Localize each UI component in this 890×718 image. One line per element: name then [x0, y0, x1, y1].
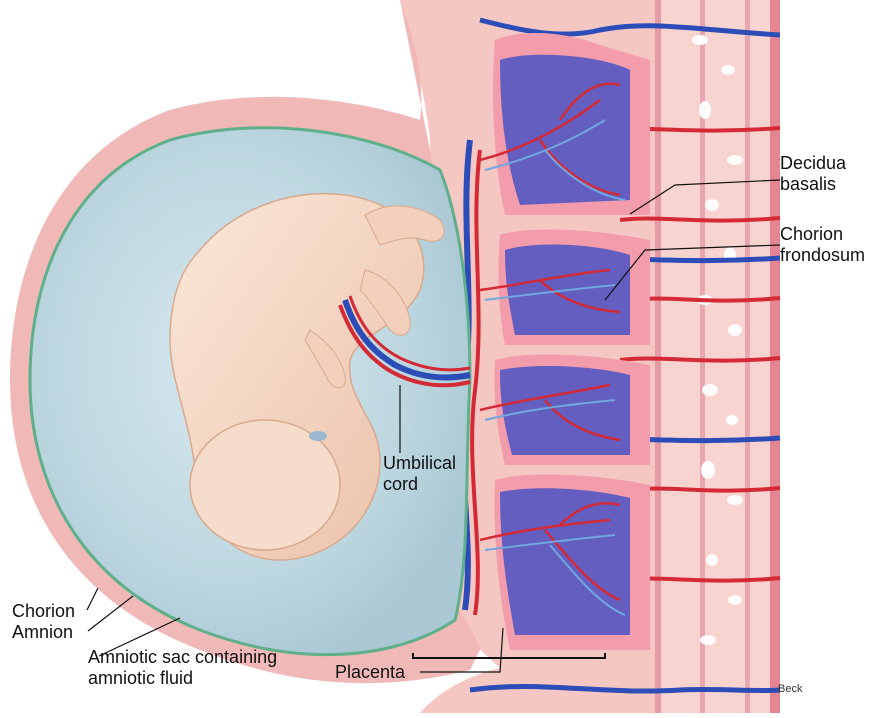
label-chorion-frondosum: Chorion frondosum — [780, 224, 865, 266]
label-amniotic-sac-line2: amniotic fluid — [88, 668, 277, 689]
label-amniotic-sac-line1: Amniotic sac containing — [88, 647, 277, 668]
label-chorion-frondosum-line2: frondosum — [780, 245, 865, 266]
label-umbilical-cord-line1: Umbilical — [383, 453, 456, 474]
label-decidua-basalis: Decidua basalis — [780, 153, 846, 195]
label-decidua-basalis-line1: Decidua — [780, 153, 846, 174]
artist-signature: Beck — [778, 683, 802, 695]
label-amniotic-sac: Amniotic sac containing amniotic fluid — [88, 647, 277, 689]
label-decidua-basalis-line2: basalis — [780, 174, 846, 195]
label-chorion-frondosum-line1: Chorion — [780, 224, 865, 245]
label-umbilical-cord-line2: cord — [383, 474, 456, 495]
label-placenta: Placenta — [335, 662, 405, 683]
label-chorion: Chorion — [12, 601, 75, 622]
label-amnion: Amnion — [12, 622, 73, 643]
label-umbilical-cord: Umbilical cord — [383, 453, 456, 495]
